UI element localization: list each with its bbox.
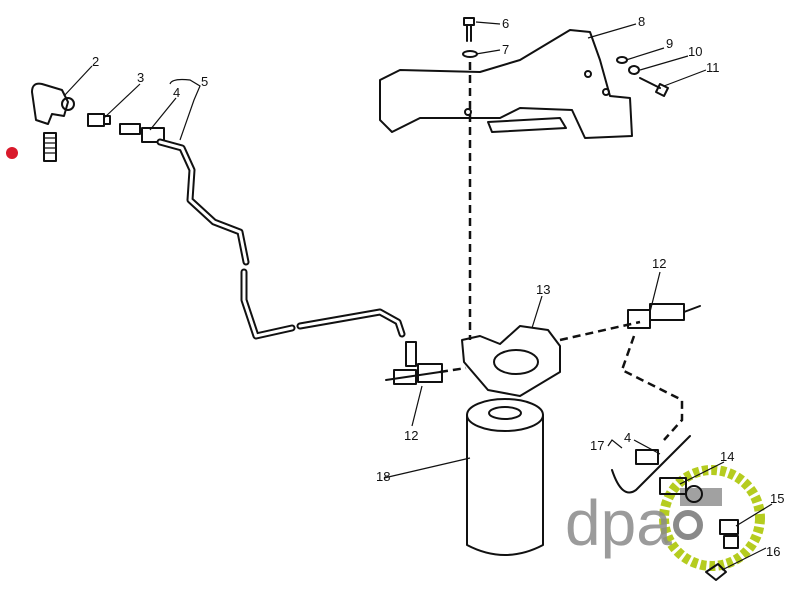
callout-16: 16 bbox=[766, 544, 780, 559]
callout-12-left: 12 bbox=[404, 428, 418, 443]
part-7-washer bbox=[462, 50, 478, 58]
part-9-washer bbox=[616, 56, 628, 64]
callout-3: 3 bbox=[137, 70, 144, 85]
callout-13: 13 bbox=[536, 282, 550, 297]
part-12-fitting-left bbox=[385, 341, 443, 385]
part-10-lockwasher bbox=[628, 65, 640, 75]
alignment-line-2 bbox=[559, 320, 641, 342]
part-3-adapter bbox=[87, 113, 111, 127]
part-spring bbox=[43, 132, 57, 162]
part-6-bolt bbox=[463, 17, 475, 42]
callout-7: 7 bbox=[502, 42, 509, 57]
callout-4: 4 bbox=[173, 85, 180, 100]
callout-4-lower: 4 bbox=[624, 430, 631, 445]
callout-12-right: 12 bbox=[652, 256, 666, 271]
part-2-tee-fitting bbox=[31, 82, 75, 125]
alignment-line-4 bbox=[439, 366, 467, 374]
part-16-clip bbox=[705, 563, 727, 581]
alignment-line-3 bbox=[620, 335, 684, 441]
part-14-fitting bbox=[659, 477, 703, 503]
callout-14: 14 bbox=[720, 449, 734, 464]
callout-10: 10 bbox=[688, 44, 702, 59]
part-12-fitting-right bbox=[627, 303, 701, 329]
callout-15: 15 bbox=[770, 491, 784, 506]
logo-text: dpa bbox=[565, 487, 672, 559]
part-11-bolt bbox=[639, 77, 669, 97]
callout-9: 9 bbox=[666, 36, 673, 51]
part-17-lines bbox=[611, 435, 691, 494]
callout-18: 18 bbox=[376, 469, 390, 484]
part-13-filter-head bbox=[461, 325, 561, 397]
part-8-mounting-bracket bbox=[379, 29, 633, 139]
callout-6: 6 bbox=[502, 16, 509, 31]
callout-8: 8 bbox=[638, 14, 645, 29]
part-18-filter-element bbox=[466, 398, 544, 556]
callout-17: 17 bbox=[590, 438, 604, 453]
part-5-fuel-line bbox=[156, 138, 406, 340]
callout-11: 11 bbox=[706, 60, 720, 75]
logo-gear-ring bbox=[659, 465, 765, 571]
callout-5: 5 bbox=[201, 74, 208, 89]
logo-tractor-wheel bbox=[673, 510, 703, 540]
red-marker-dot bbox=[6, 147, 18, 159]
part-4-fitting bbox=[119, 123, 165, 143]
callout-2: 2 bbox=[92, 54, 99, 69]
leader-lines bbox=[63, 21, 773, 571]
dpa-logo: dpa bbox=[565, 465, 765, 571]
part-15-elbow bbox=[719, 519, 739, 549]
